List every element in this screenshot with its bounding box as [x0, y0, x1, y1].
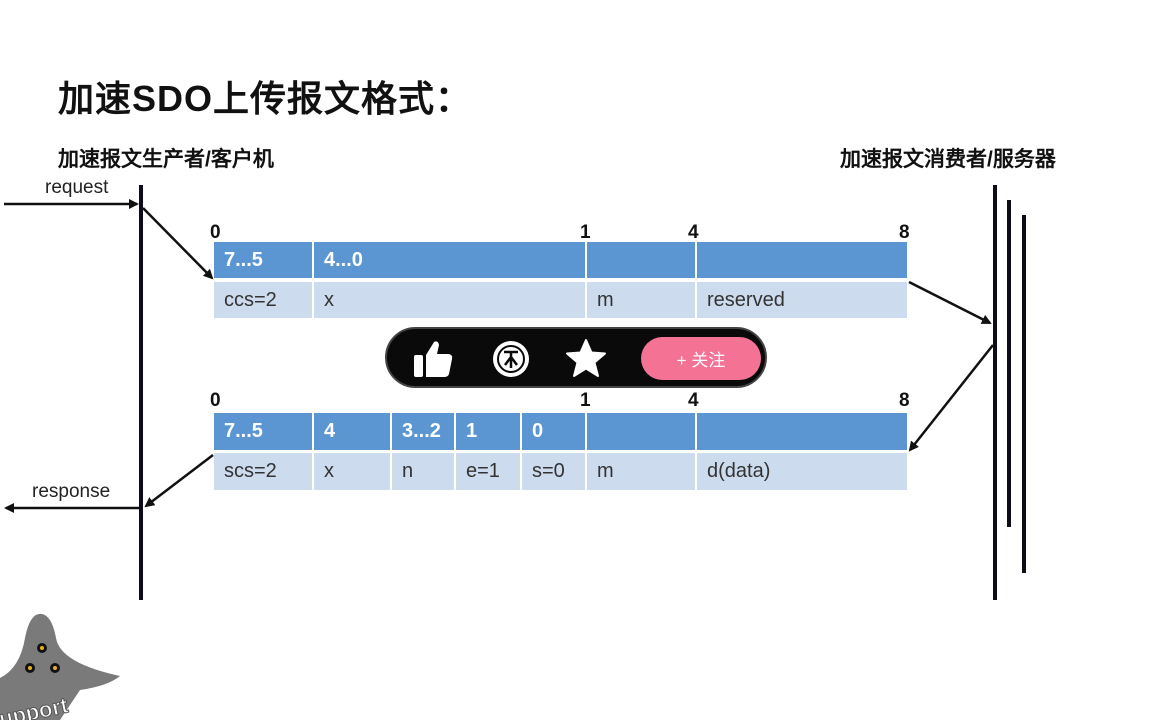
request-label: request — [45, 177, 109, 198]
frame-to-server-arrow — [908, 280, 992, 325]
star-icon — [566, 339, 606, 377]
client-role-label: 加速报文生产者/客户机 — [58, 148, 274, 171]
floating-action-bar: + 关注 — [385, 327, 767, 388]
resp-hdr-bits-3-2: 3...2 — [392, 413, 456, 450]
resp-hdr-bit-0: 0 — [522, 413, 587, 450]
resp-hdr-index — [587, 413, 697, 450]
ghost-mascot-icon: upport — [0, 613, 120, 720]
like-button[interactable] — [411, 337, 455, 381]
req-hdr-data — [697, 242, 907, 278]
resp-byte-mark-8: 8 — [899, 390, 910, 411]
req-byte-mark-0: 0 — [210, 222, 221, 243]
resp-hdr-data — [697, 413, 907, 450]
server-to-response-arrow — [908, 344, 994, 452]
req-byte-mark-1: 1 — [580, 222, 591, 243]
server-timeline — [993, 185, 997, 600]
response-to-client-arrow — [144, 454, 214, 508]
thumbs-up-icon — [414, 341, 453, 377]
resp-val-s: s=0 — [522, 453, 587, 490]
favorite-button[interactable] — [564, 337, 608, 381]
req-byte-mark-8: 8 — [899, 222, 910, 243]
resp-byte-mark-4: 4 — [688, 390, 699, 411]
resp-val-data: d(data) — [697, 453, 907, 490]
client-timeline — [139, 185, 143, 600]
resp-val-scs: scs=2 — [214, 453, 314, 490]
req-hdr-bits-7-5: 7...5 — [214, 242, 314, 278]
resp-val-m: m — [587, 453, 697, 490]
coin-button[interactable] — [489, 337, 533, 381]
resp-val-e: e=1 — [456, 453, 522, 490]
server-timeline-2 — [1007, 200, 1011, 527]
response-label: response — [32, 481, 111, 502]
client-to-frame-arrow — [142, 207, 214, 280]
req-val-ccs: ccs=2 — [214, 282, 314, 318]
server-role-label: 加速报文消费者/服务器 — [840, 148, 1056, 171]
req-val-x: x — [314, 282, 587, 318]
req-byte-mark-4: 4 — [688, 222, 699, 243]
resp-hdr-bit-4: 4 — [314, 413, 392, 450]
req-val-m: m — [587, 282, 697, 318]
resp-hdr-bit-1: 1 — [456, 413, 522, 450]
resp-byte-mark-0: 0 — [210, 390, 221, 411]
coin-icon — [493, 341, 529, 377]
resp-val-n: n — [392, 453, 456, 490]
req-hdr-index — [587, 242, 697, 278]
page-title: 加速SDO上传报文格式： — [58, 78, 473, 119]
req-val-reserved: reserved — [697, 282, 907, 318]
resp-hdr-bits-7-5: 7...5 — [214, 413, 314, 450]
server-timeline-3 — [1022, 215, 1026, 573]
req-hdr-bits-4-0: 4...0 — [314, 242, 587, 278]
follow-button[interactable]: + 关注 — [641, 337, 761, 380]
resp-val-x: x — [314, 453, 392, 490]
resp-byte-mark-1: 1 — [580, 390, 591, 411]
